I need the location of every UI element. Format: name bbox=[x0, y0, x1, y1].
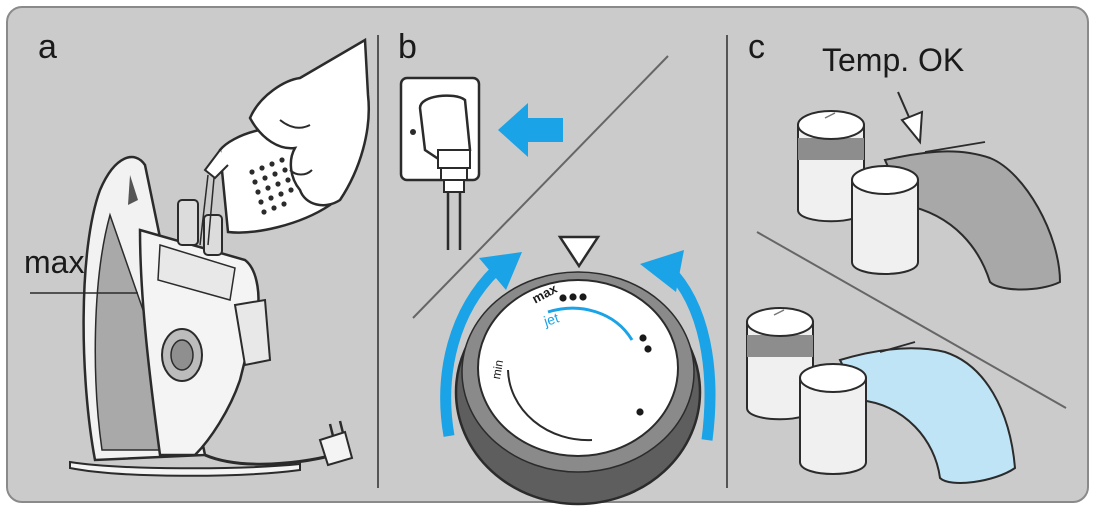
dial-min-label: min bbox=[489, 358, 507, 381]
rotate-arrow-icon bbox=[440, 252, 522, 437]
panel-c-diagonal bbox=[756, 231, 1067, 409]
cylinder-icon bbox=[746, 307, 814, 421]
fabric-icon bbox=[883, 150, 1062, 291]
panel-c bbox=[746, 91, 1067, 484]
jet-scale-arc bbox=[547, 306, 634, 341]
panel-a bbox=[30, 37, 370, 477]
panel-b bbox=[399, 55, 716, 506]
indicator-triangle-icon bbox=[557, 235, 601, 269]
water-stream bbox=[199, 174, 209, 246]
callout-arrow-icon bbox=[897, 91, 924, 145]
fabric-icon bbox=[838, 347, 1017, 484]
hand-icon bbox=[248, 37, 370, 207]
iron-base-outline bbox=[69, 460, 301, 477]
rotate-arrow-icon bbox=[640, 250, 716, 441]
panel-b-diagonal bbox=[412, 55, 669, 319]
cylinder-icon bbox=[799, 363, 867, 475]
temp-ok-callout: Temp. OK bbox=[822, 42, 965, 78]
dial-icon bbox=[454, 271, 702, 506]
panel-letter-a: a bbox=[38, 28, 57, 66]
cylinder-icon bbox=[851, 165, 919, 275]
plug-icon bbox=[418, 94, 472, 250]
panel-letter-b: b bbox=[398, 28, 417, 66]
cylinder-icon bbox=[797, 110, 865, 223]
plug-icon bbox=[318, 420, 354, 467]
max-level-label: max bbox=[24, 244, 85, 280]
arrow-left-icon bbox=[498, 103, 563, 157]
panel-letter-c: c bbox=[748, 28, 765, 66]
iron-icon bbox=[82, 155, 272, 462]
